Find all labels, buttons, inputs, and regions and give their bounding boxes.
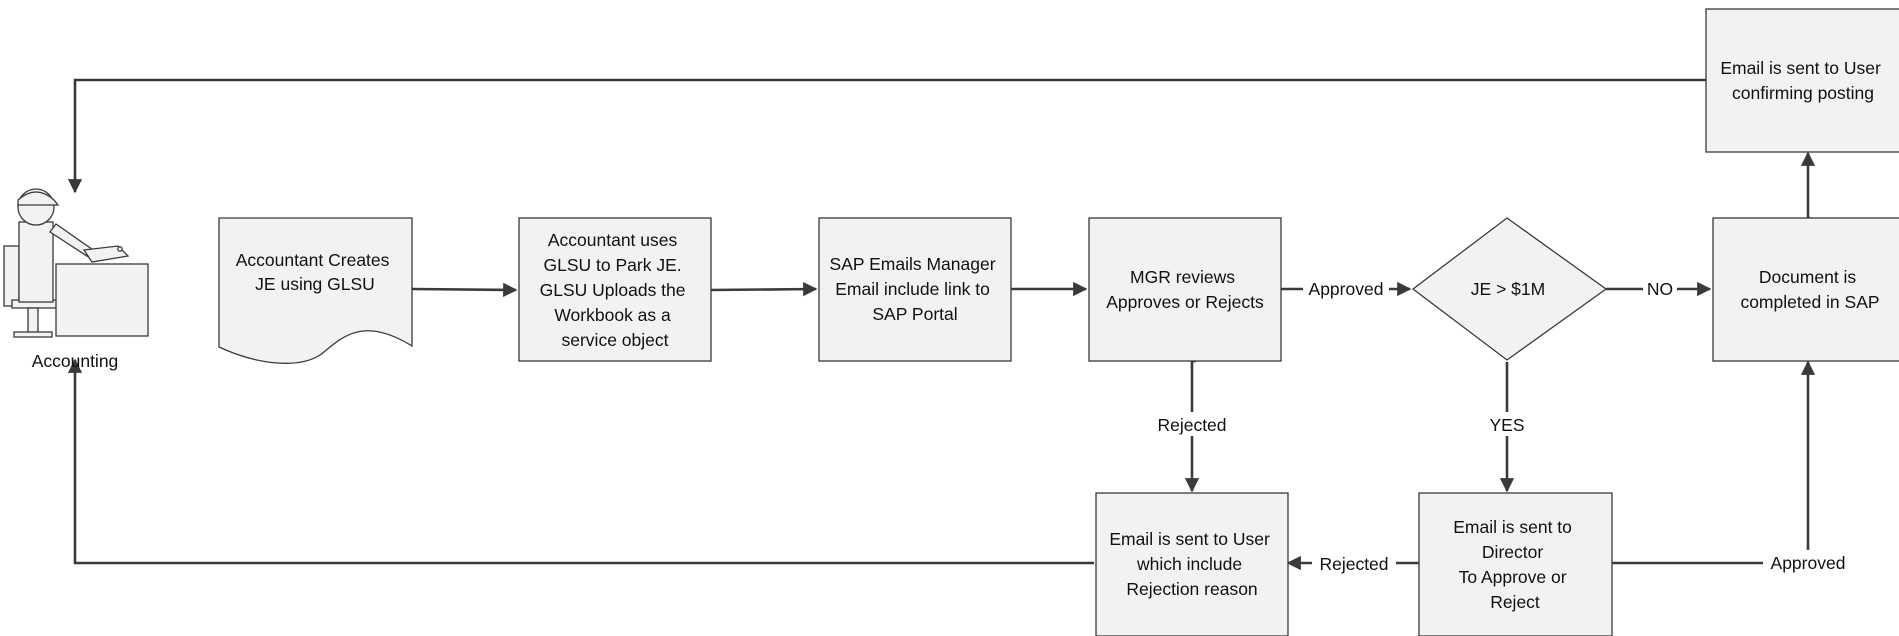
accounting-actor: Accounting bbox=[3, 188, 149, 371]
svg-text:Document is completed in: Document is completed in SAP bbox=[1740, 267, 1879, 312]
director-box bbox=[1418, 492, 1613, 636]
park-line-3: GLSU Uploads the bbox=[540, 280, 686, 300]
edge-confirm-to-actor bbox=[67, 78, 1706, 194]
edge-completed-to-confirm bbox=[1800, 151, 1816, 220]
sap-email-box bbox=[818, 217, 1012, 362]
edge-director-to-completed bbox=[1612, 360, 1816, 565]
node-decision-je-amount: JE > $1M bbox=[1411, 217, 1608, 361]
director-line-4: Reject bbox=[1490, 592, 1540, 612]
rejection-box bbox=[1095, 492, 1289, 636]
park-line-4: Workbook as a bbox=[554, 305, 671, 325]
node-email-confirm-posting: Email is sent to User confirming posting bbox=[1705, 8, 1899, 153]
confirm-line-1: Email is sent to User bbox=[1720, 58, 1881, 78]
svg-text:Accountant Creates JE us: Accountant Creates JE using GLSU bbox=[236, 250, 395, 294]
svg-text:Email is sent to Directo: Email is sent to Director To Approve or … bbox=[1453, 517, 1577, 612]
svg-text:Email is sent to User wh: Email is sent to User which include Reje… bbox=[1109, 529, 1274, 599]
rejection-line-3: Rejection reason bbox=[1126, 579, 1257, 599]
confirm-box bbox=[1705, 8, 1899, 153]
edge-park-to-sap-email bbox=[710, 281, 818, 297]
completed-line-2: completed in SAP bbox=[1740, 292, 1879, 312]
sap-email-line-3: SAP Portal bbox=[872, 304, 957, 324]
edge-create-to-park bbox=[411, 282, 518, 298]
label-director-rejected: Rejected bbox=[1319, 554, 1388, 574]
person-at-computer-icon bbox=[3, 188, 149, 338]
park-box bbox=[518, 217, 712, 362]
svg-text:Email is sent to User co: Email is sent to User confirming posting bbox=[1720, 58, 1885, 103]
edge-labels: Approved NO Rejected YES Rejected Approv… bbox=[1150, 276, 1853, 575]
park-line-2: GLSU to Park JE. bbox=[544, 255, 682, 275]
mgr-line-1: MGR reviews bbox=[1130, 267, 1235, 287]
node-email-rejection: Email is sent to User which include Reje… bbox=[1095, 492, 1289, 636]
node-document-completed: Document is completed in SAP bbox=[1712, 217, 1899, 362]
decision-diamond bbox=[1411, 217, 1608, 361]
rejection-line-1: Email is sent to User bbox=[1109, 529, 1270, 549]
document-shape bbox=[218, 217, 413, 364]
completed-box bbox=[1712, 217, 1899, 362]
label-director-approved: Approved bbox=[1771, 553, 1846, 573]
confirm-line-2: confirming posting bbox=[1732, 83, 1874, 103]
rejection-line-2: which include bbox=[1136, 554, 1242, 574]
park-line-5: service object bbox=[562, 330, 669, 350]
edge-rejection-to-actor bbox=[67, 358, 1094, 565]
node-mgr-reviews: MGR reviews Approves or Rejects bbox=[1088, 217, 1282, 362]
node-create-je: Accountant Creates JE using GLSU bbox=[218, 217, 413, 364]
sap-email-line-2: Email include link to bbox=[835, 279, 990, 299]
node-park-je: Accountant uses GLSU to Park JE. GLSU Up… bbox=[518, 217, 712, 362]
completed-line-1: Document is bbox=[1759, 267, 1857, 287]
sap-email-line-1: SAP Emails Manager bbox=[830, 254, 996, 274]
create-line-2: JE using GLSU bbox=[255, 274, 375, 294]
svg-text:SAP Emails Manager Email: SAP Emails Manager Email include link to… bbox=[830, 254, 1001, 324]
director-line-2: Director bbox=[1482, 542, 1543, 562]
svg-text:Accountant uses GLSU to: Accountant uses GLSU to Park JE. GLSU Up… bbox=[540, 230, 691, 350]
node-email-director: Email is sent to Director To Approve or … bbox=[1418, 492, 1613, 636]
label-mgr-approved: Approved bbox=[1309, 279, 1384, 299]
label-mgr-rejected: Rejected bbox=[1157, 415, 1226, 435]
node-sap-emails-manager: SAP Emails Manager Email include link to… bbox=[818, 217, 1012, 362]
mgr-line-2: Approves or Rejects bbox=[1106, 292, 1264, 312]
label-no: NO bbox=[1647, 279, 1673, 299]
label-yes: YES bbox=[1489, 415, 1524, 435]
director-line-3: To Approve or bbox=[1459, 567, 1567, 587]
create-line-1: Accountant Creates bbox=[236, 250, 390, 270]
park-line-1: Accountant uses bbox=[548, 230, 678, 250]
svg-text:MGR reviews Approves or: MGR reviews Approves or Rejects bbox=[1106, 267, 1264, 312]
actor-label: Accounting bbox=[32, 351, 119, 371]
mgr-box bbox=[1088, 217, 1282, 362]
decision-label: JE > $1M bbox=[1471, 279, 1545, 299]
director-line-1: Email is sent to bbox=[1453, 517, 1572, 537]
